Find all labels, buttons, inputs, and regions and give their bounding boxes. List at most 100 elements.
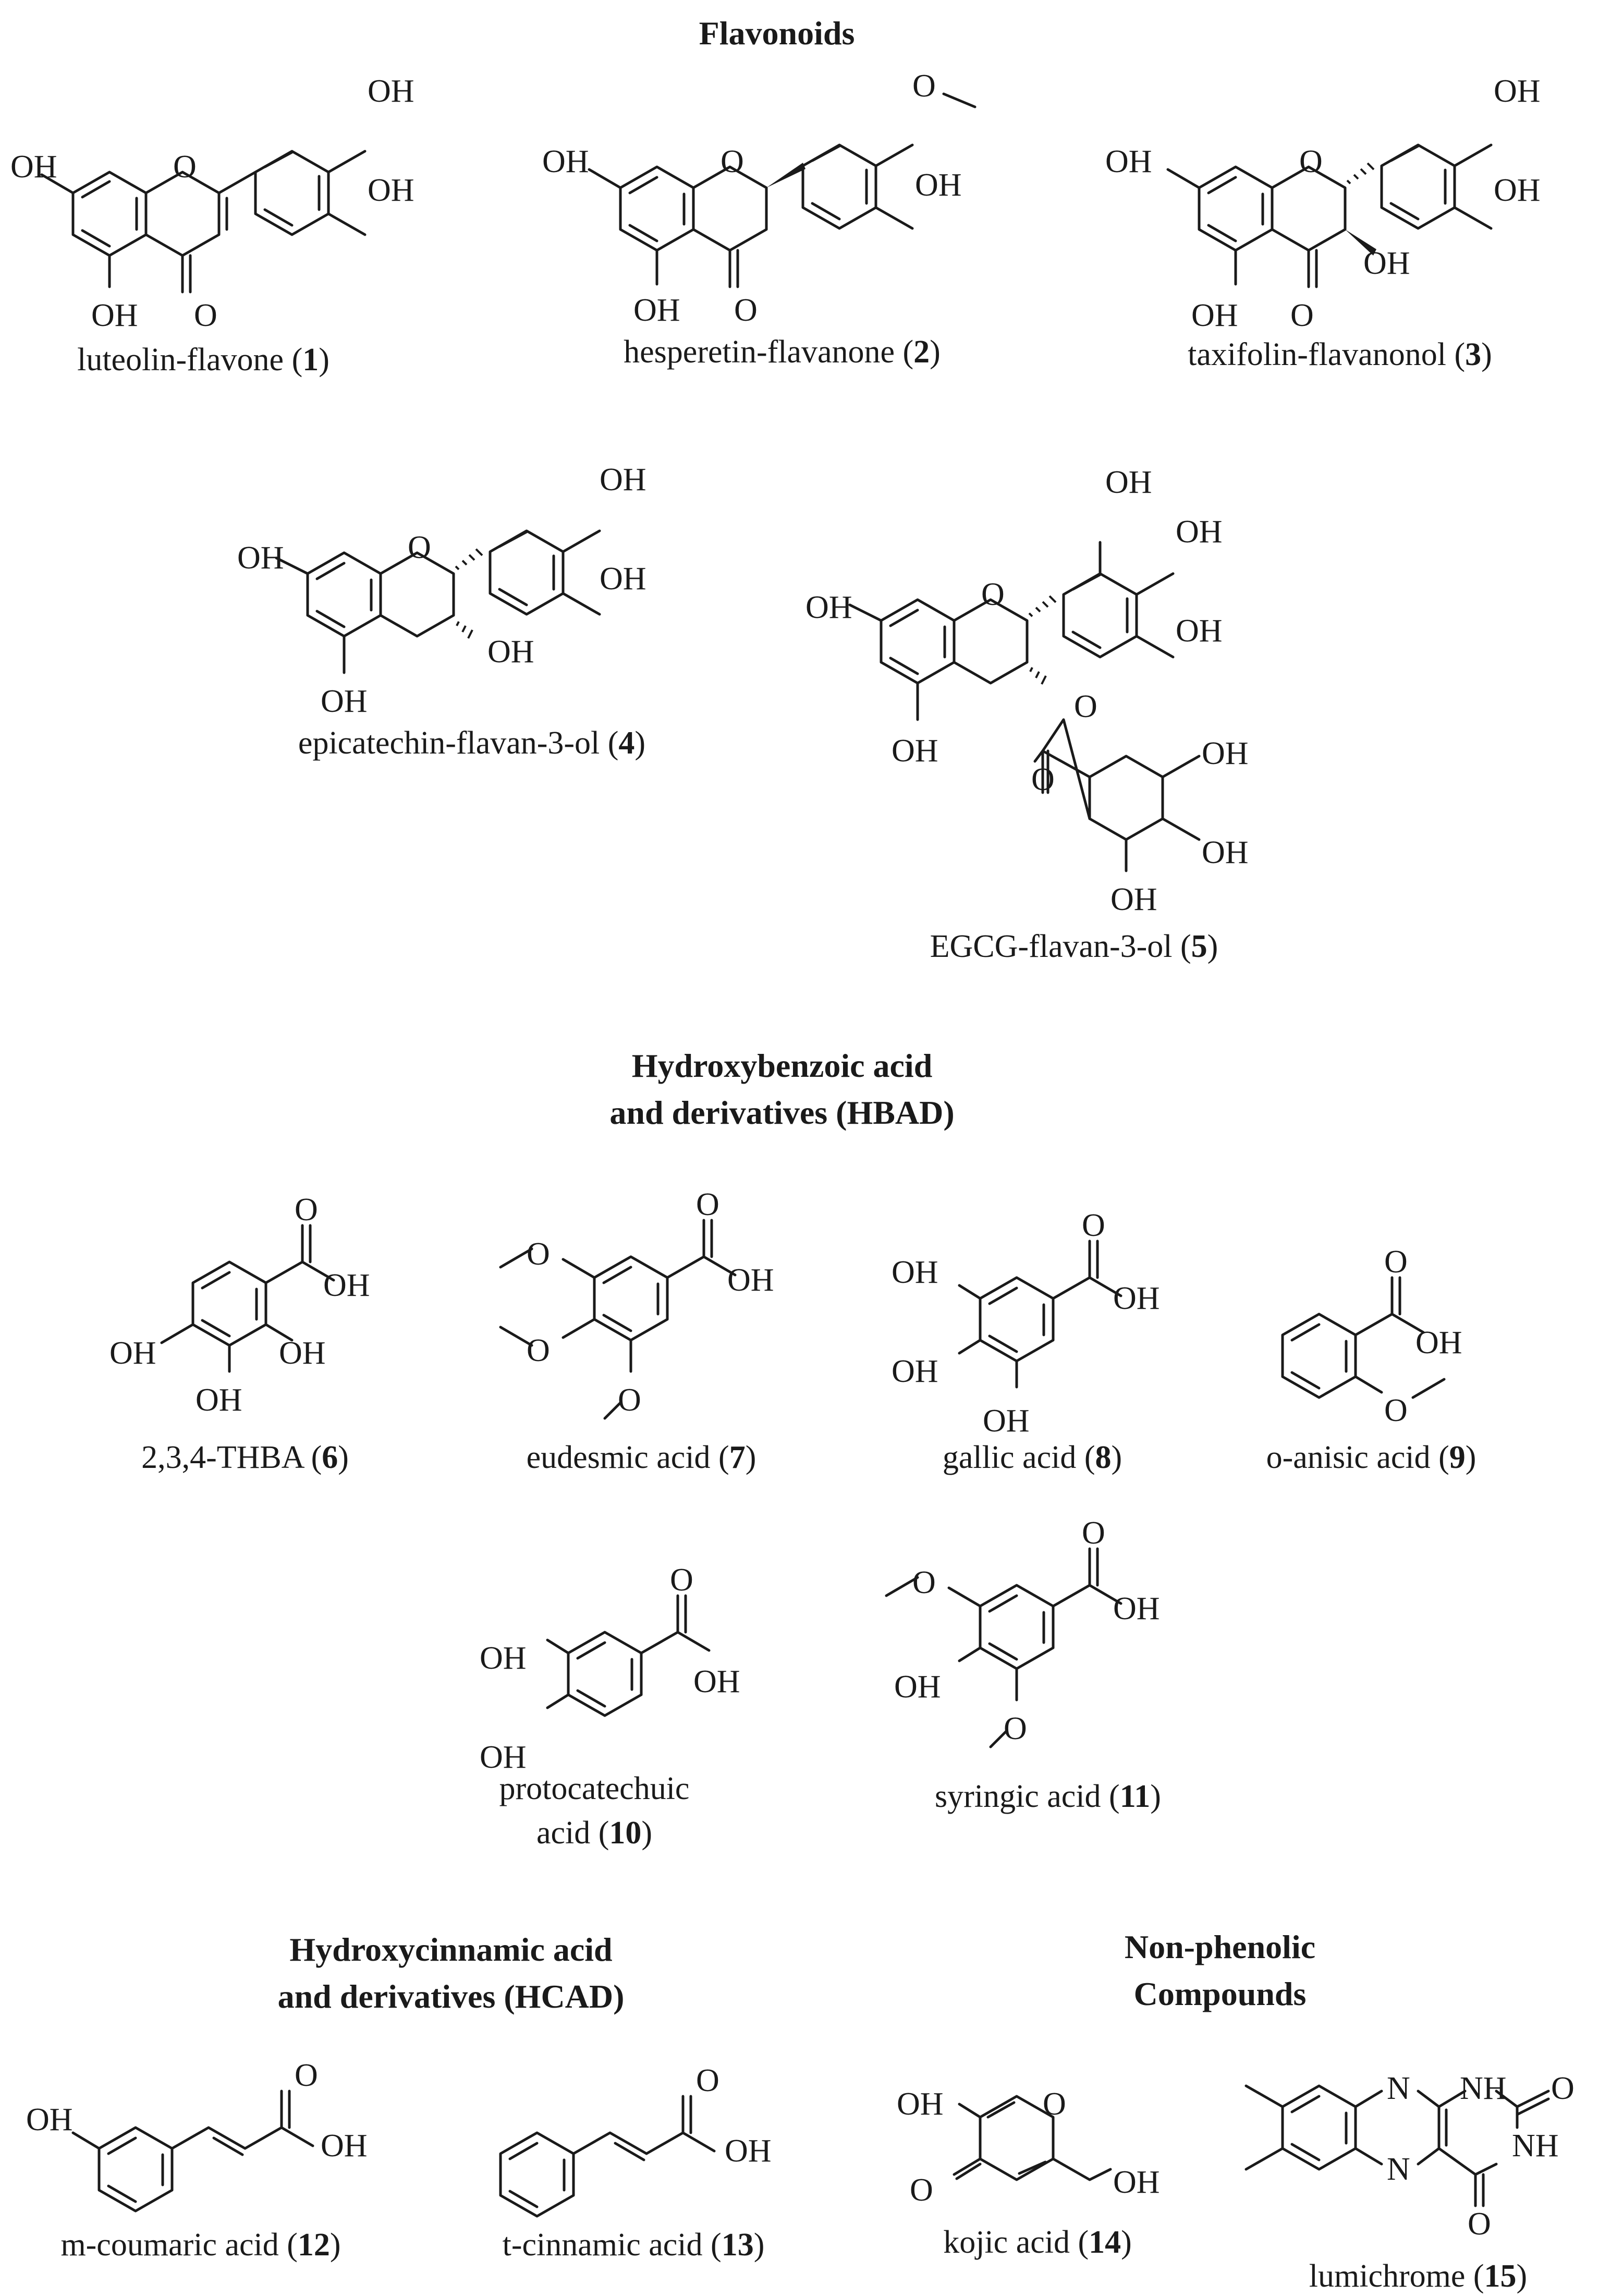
atom-o: O [527, 1333, 550, 1368]
atom-oh: OH [1415, 1325, 1462, 1360]
atom-oh: OH [1110, 882, 1157, 917]
atom-o: O [1074, 689, 1097, 724]
atom-oh: OH [237, 540, 284, 576]
heading-hbad-line1: Hydroxybenzoic acid [632, 1047, 933, 1084]
atom-oh: OH [368, 74, 414, 109]
atom-oh: OH [1176, 514, 1223, 550]
atom-oh: OH [91, 298, 138, 333]
atom-oh: OH [1363, 246, 1410, 281]
atom-o: O [1384, 1393, 1408, 1428]
atom-o: O [1082, 1515, 1105, 1551]
atom-oh: OH [892, 1255, 938, 1290]
atom-oh: OH [1494, 173, 1541, 208]
atom-oh: OH [10, 149, 57, 185]
atom-nh: NH [1460, 2071, 1507, 2106]
atom-nh: NH [1512, 2128, 1559, 2164]
compound-name-9: o-anisic acid (9) [1266, 1440, 1476, 1475]
atom-o: O [408, 530, 431, 565]
heading-flavonoids: Flavonoids [699, 15, 855, 52]
atom-oh: OH [897, 2086, 944, 2122]
atom-oh: OH [323, 1268, 370, 1303]
atom-oh: OH [279, 1335, 326, 1371]
atom-oh: OH [368, 173, 414, 208]
structure-luteolin: OH O OH OH OH O [10, 74, 414, 333]
structure-kojic-acid: OH O O OH [897, 2086, 1160, 2208]
atom-o: O [527, 1236, 550, 1272]
atom-oh: OH [915, 167, 962, 203]
compound-name-15: lumichrome (15) [1309, 2258, 1527, 2294]
structure-hesperetin: OH O O OH OH O [542, 68, 977, 328]
atom-oh: OH [321, 2128, 368, 2164]
atom-oh: OH [725, 2133, 772, 2169]
structure-egcg: OH O OH OH OH O OH O OH OH OH [806, 465, 1249, 917]
compound-name-12: m-coumaric acid (12) [60, 2227, 340, 2263]
atom-oh: OH [26, 2102, 73, 2137]
atom-o: O [1299, 144, 1323, 179]
atom-o: O [194, 298, 217, 333]
atom-o: O [1551, 2071, 1575, 2106]
compound-name-8: gallic acid (8) [943, 1440, 1122, 1475]
atom-oh: OH [487, 634, 534, 670]
compound-name-10-line2: acid (10) [536, 1815, 652, 1851]
atom-o: O [910, 2172, 933, 2208]
compound-name-10-line1: protocatechuic [499, 1771, 690, 1806]
atom-oh: OH [1113, 1591, 1160, 1626]
atom-o: O [721, 144, 744, 179]
atom-o: O [173, 149, 197, 185]
structure-gallic-acid: O OH OH OH OH [892, 1208, 1160, 1439]
compound-name-5: EGCG-flavan-3-ol (5) [930, 929, 1218, 964]
atom-oh: OH [1113, 2165, 1160, 2200]
atom-o: O [295, 1192, 318, 1228]
atom-oh: OH [892, 1354, 938, 1389]
atom-oh: OH [321, 684, 368, 719]
atom-oh: OH [1202, 736, 1249, 771]
atom-o: O [1290, 298, 1314, 333]
compound-name-6: 2,3,4-THBA (6) [141, 1440, 349, 1475]
structure-eudesmic-acid: O OH O O O [499, 1187, 774, 1420]
compound-name-3: taxifolin-flavanonol (3) [1188, 337, 1492, 372]
atom-o: O [618, 1382, 641, 1418]
atom-o: O [912, 1565, 936, 1600]
atom-oh: OH [1113, 1281, 1160, 1316]
atom-o: O [295, 2058, 318, 2093]
atom-oh: OH [1191, 298, 1238, 333]
atom-o: O [1082, 1208, 1105, 1243]
heading-hbad-line2: and derivatives (HBAD) [609, 1094, 954, 1131]
atom-oh: OH [1494, 74, 1541, 109]
atom-oh: OH [806, 590, 852, 625]
atom-n: N [1387, 2152, 1410, 2187]
atom-oh: OH [480, 1641, 527, 1676]
atom-oh: OH [693, 1664, 740, 1699]
atom-oh: OH [600, 462, 646, 497]
atom-o: O [696, 2063, 719, 2098]
atom-oh: OH [109, 1335, 156, 1371]
atom-oh: OH [196, 1382, 242, 1418]
compound-name-11: syringic acid (11) [935, 1779, 1161, 1814]
compound-name-2: hesperetin-flavanone (2) [624, 334, 941, 370]
atom-o: O [912, 68, 936, 104]
atom-o: O [1468, 2206, 1491, 2242]
structure-epicatechin: OH O OH OH OH OH [237, 462, 646, 719]
heading-nonphenolic-line2: Compounds [1134, 1975, 1307, 2012]
atom-o: O [1031, 762, 1055, 797]
structure-syringic-acid: O OH O OH O [885, 1515, 1160, 1748]
atom-oh: OH [1176, 613, 1223, 649]
structure-taxifolin: OH O OH OH OH OH O [1105, 74, 1541, 333]
atom-oh: OH [480, 1740, 527, 1775]
atom-oh: OH [1202, 835, 1249, 870]
atom-oh: OH [633, 293, 680, 328]
heading-hcad-line2: and derivatives (HCAD) [278, 1978, 625, 2015]
structure-lumichrome: N N NH O NH O [1244, 2071, 1575, 2242]
heading-hcad-line1: Hydroxycinnamic acid [289, 1931, 612, 1968]
atom-o: O [670, 1562, 693, 1598]
atom-n: N [1387, 2071, 1410, 2106]
atom-o: O [1043, 2086, 1066, 2122]
atom-oh: OH [892, 733, 938, 769]
heading-nonphenolic-line1: Non-phenolic [1125, 1928, 1315, 1965]
structure-protocatechuic-acid: O OH OH OH [480, 1562, 740, 1775]
compound-name-7: eudesmic acid (7) [527, 1440, 756, 1475]
atom-o: O [696, 1187, 719, 1222]
atom-oh: OH [1105, 144, 1152, 179]
atom-oh: OH [542, 144, 589, 179]
